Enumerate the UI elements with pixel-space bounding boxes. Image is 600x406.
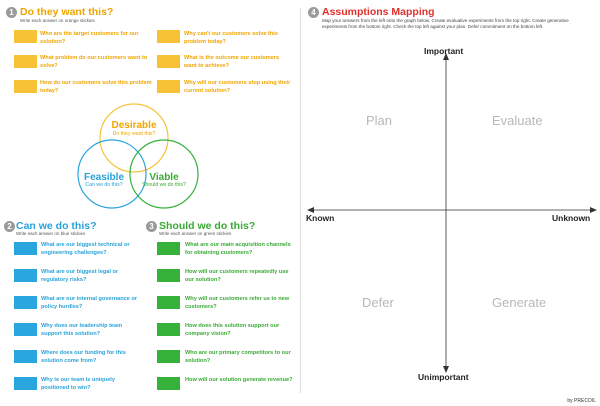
want-question-3: How do our customers solve this problem … bbox=[40, 80, 152, 94]
quadrant-evaluate: Evaluate bbox=[492, 113, 543, 128]
should-question-3: Why will our customers refer us to new c… bbox=[185, 296, 290, 310]
section-3-subtitle: Write each answer on green stickies bbox=[159, 231, 232, 236]
should-question-6: How will our solution generate revenue? bbox=[185, 377, 293, 383]
orange-sticky[interactable] bbox=[157, 80, 180, 93]
section-1-subtitle: Write each answer on orange stickies bbox=[20, 18, 95, 23]
want-question-4: Why can't our customers solve this probl… bbox=[184, 31, 278, 45]
orange-sticky[interactable] bbox=[14, 80, 37, 93]
quadrant-generate: Generate bbox=[492, 295, 547, 310]
green-sticky[interactable] bbox=[157, 269, 180, 282]
green-sticky[interactable] bbox=[157, 350, 180, 363]
blue-sticky[interactable] bbox=[14, 269, 37, 282]
blue-sticky[interactable] bbox=[14, 350, 37, 363]
can-question-1: What are our biggest technical or engine… bbox=[41, 242, 130, 256]
blue-sticky[interactable] bbox=[14, 242, 37, 255]
blue-sticky[interactable] bbox=[14, 323, 37, 336]
desirable-circle bbox=[99, 103, 169, 173]
section-1-title: Do they want this? bbox=[20, 6, 114, 18]
should-question-1: What are our main acquisition channels f… bbox=[185, 242, 291, 256]
can-question-5: Where does our funding for this solution… bbox=[41, 350, 126, 364]
section-1-badge: 1 bbox=[6, 7, 17, 18]
want-question-1: Who are the target customers for our sol… bbox=[40, 31, 139, 45]
quadrant-defer: Defer bbox=[362, 295, 394, 310]
venn-desirable-sub: Do they want this? bbox=[112, 131, 156, 137]
venn-feasible-sub: Can we do this? bbox=[85, 182, 123, 188]
should-question-2: How will our customers repeatedly use ou… bbox=[185, 269, 289, 283]
green-sticky[interactable] bbox=[157, 242, 180, 255]
venn-viable-label: Viable bbox=[149, 172, 179, 183]
panel-divider bbox=[300, 8, 301, 393]
axis-label-important: Important bbox=[424, 46, 464, 56]
should-question-4: How does this solution support our compa… bbox=[185, 323, 280, 337]
orange-sticky[interactable] bbox=[14, 30, 37, 43]
want-question-5: What is the outcome our customers want t… bbox=[184, 55, 280, 69]
orange-sticky[interactable] bbox=[157, 30, 180, 43]
venn-desirable-label: Desirable bbox=[111, 120, 157, 131]
viable-circle bbox=[129, 139, 199, 209]
section-2-title: Can we do this? bbox=[16, 220, 97, 232]
green-sticky[interactable] bbox=[157, 323, 180, 336]
section-3-badge: 3 bbox=[146, 221, 157, 232]
section-2-subtitle: Write each answer on blue stickies bbox=[16, 231, 86, 236]
venn-diagram bbox=[77, 103, 199, 209]
assumptions-matrix bbox=[307, 53, 597, 373]
quadrant-plan: Plan bbox=[366, 113, 393, 128]
blue-sticky[interactable] bbox=[14, 377, 37, 390]
feasible-circle bbox=[77, 139, 147, 209]
venn-viable-sub: Should we do this? bbox=[142, 182, 186, 188]
can-question-2: What are our biggest legal or regulatory… bbox=[41, 269, 119, 283]
orange-sticky[interactable] bbox=[157, 55, 180, 68]
section-3-title: Should we do this? bbox=[159, 220, 256, 232]
arrow-left-icon bbox=[307, 207, 314, 213]
can-question-3: What are our internal governance or poli… bbox=[41, 296, 138, 310]
precoil-logo: by PRECOIL bbox=[567, 398, 596, 404]
orange-sticky[interactable] bbox=[14, 55, 37, 68]
axis-label-unknown: Unknown bbox=[552, 213, 591, 223]
arrow-up-icon bbox=[443, 53, 449, 60]
axis-label-known: Known bbox=[306, 213, 335, 223]
blue-sticky[interactable] bbox=[14, 296, 37, 309]
arrow-down-icon bbox=[443, 366, 449, 373]
want-question-6: Why will our customers stop using their … bbox=[184, 80, 291, 94]
can-question-4: Why does our leadership team support thi… bbox=[41, 323, 123, 337]
section-2-badge: 2 bbox=[4, 221, 15, 232]
mapping-description: Map your answers from the left onto the … bbox=[322, 18, 569, 29]
want-question-2: What problem do our customers want to so… bbox=[40, 55, 148, 69]
section-4-badge: 4 bbox=[308, 7, 319, 18]
venn-feasible-label: Feasible bbox=[83, 172, 125, 183]
axis-label-unimportant: Unimportant bbox=[418, 372, 469, 382]
green-sticky[interactable] bbox=[157, 377, 180, 390]
can-question-6: Why is our team is uniquely positioned t… bbox=[41, 377, 115, 391]
green-sticky[interactable] bbox=[157, 296, 180, 309]
arrow-right-icon bbox=[590, 207, 597, 213]
section-4-title: Assumptions Mapping bbox=[322, 6, 435, 18]
should-question-5: Who are our primary competitors to our s… bbox=[185, 350, 291, 364]
